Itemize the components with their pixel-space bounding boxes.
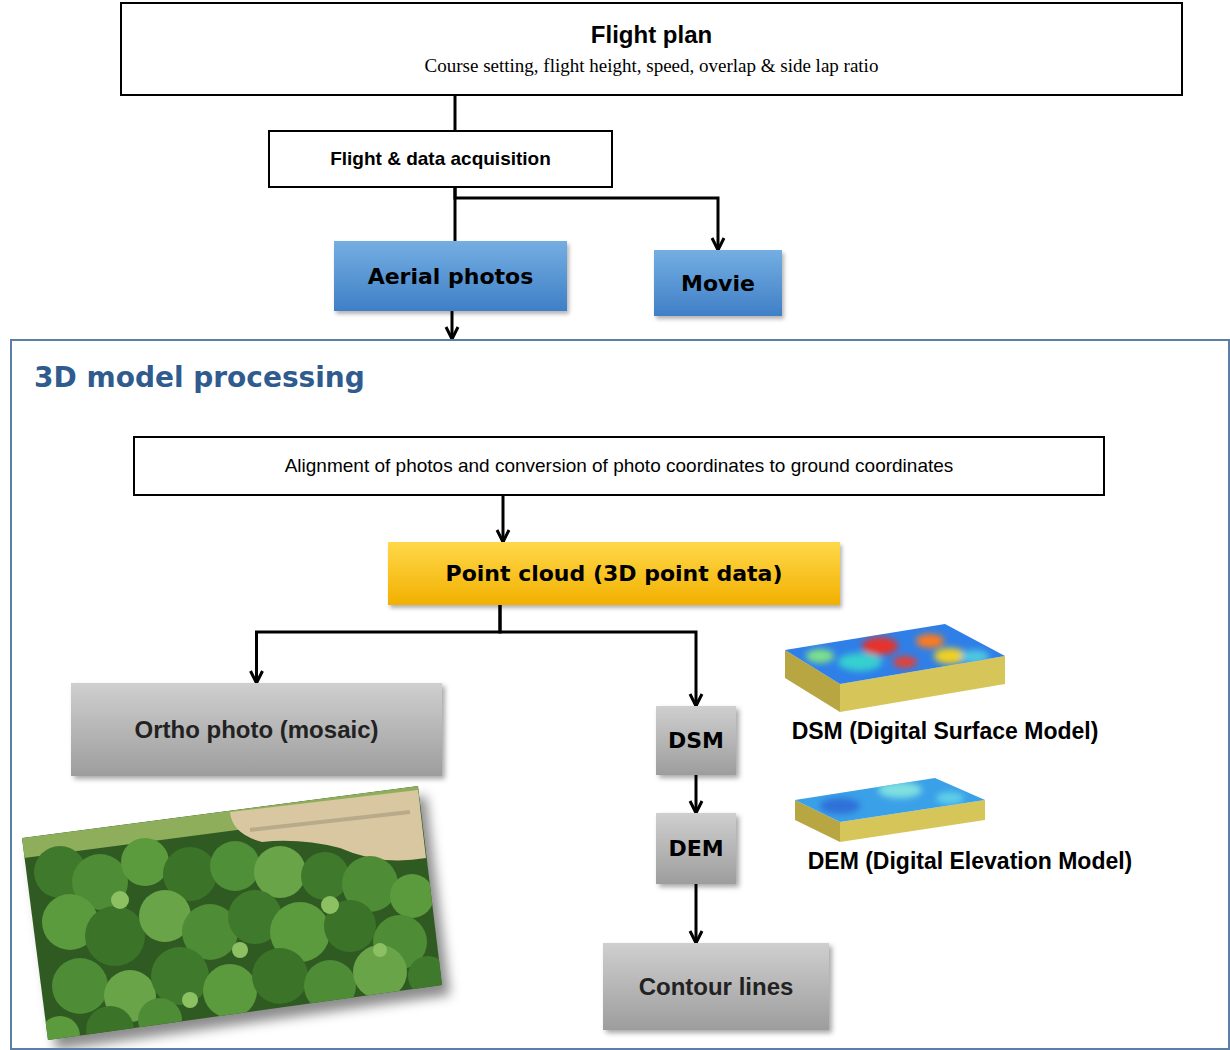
box-label: DEM	[668, 836, 723, 861]
flow-connector	[695, 884, 698, 943]
dem-elevation-model-image	[790, 770, 990, 842]
model-caption: DEM (Digital Elevation Model)	[760, 848, 1180, 875]
box-label: Point cloud (3D point data)	[446, 561, 783, 586]
product-box: DEM	[656, 813, 736, 884]
box-label: Ortho photo (mosaic)	[135, 716, 379, 744]
flow-connector	[257, 605, 501, 683]
product-box: Contour lines	[603, 943, 829, 1030]
panel-heading: 3D model processing	[34, 361, 365, 394]
flow-connector	[502, 496, 505, 542]
data-box: Point cloud (3D point data)	[388, 542, 840, 605]
box-label: Movie	[681, 271, 755, 296]
output-box: Movie	[654, 250, 782, 316]
ortho-photo-image	[0, 770, 460, 1050]
box-label: Alignment of photos and conversion of ph…	[285, 455, 954, 477]
process-box: Alignment of photos and conversion of ph…	[133, 436, 1105, 496]
box-label: Flight & data acquisition	[330, 148, 551, 170]
box-description: Course setting, flight height, speed, ov…	[425, 55, 879, 77]
box-label: Contour lines	[639, 973, 794, 1001]
product-box: Ortho photo (mosaic)	[71, 683, 442, 776]
model-caption: DSM (Digital Surface Model)	[745, 718, 1145, 745]
box-label: Flight plan	[591, 21, 712, 49]
flow-connector	[695, 775, 698, 813]
flow-connector	[454, 96, 457, 130]
output-box: Aerial photos	[334, 241, 567, 311]
box-label: DSM	[668, 728, 724, 753]
product-box: DSM	[656, 706, 736, 775]
process-box: Flight & data acquisition	[268, 130, 613, 188]
flow-connector	[451, 311, 454, 339]
process-panel: 3D model processingAlignment of photos a…	[10, 339, 1230, 1050]
dsm-surface-model-image	[780, 620, 1010, 712]
flow-connector	[500, 605, 696, 706]
plan-box: Flight planCourse setting, flight height…	[120, 2, 1183, 96]
box-label: Aerial photos	[368, 264, 534, 289]
